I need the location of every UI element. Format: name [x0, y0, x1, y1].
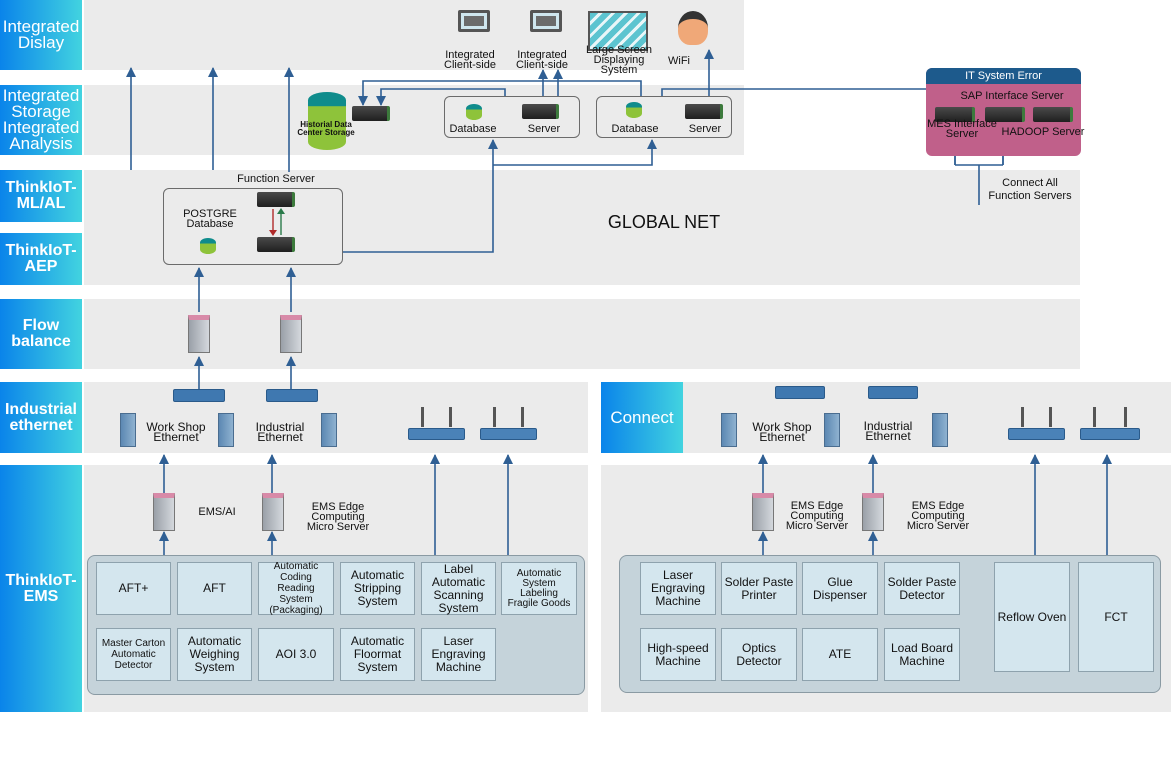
client-devices-icon	[458, 10, 490, 32]
micro-server-icon	[752, 493, 774, 531]
storage-group-2	[596, 96, 732, 138]
workshop-ethernet-label: Work Shop Ethernet	[146, 420, 206, 444]
vr-headset-icon	[678, 11, 708, 45]
mes-label: MES Interface Server	[927, 118, 997, 140]
micro-server-icon	[280, 315, 302, 353]
machine-aoi[interactable]: AOI 3.0	[258, 628, 334, 681]
wireless-router-icon	[1008, 407, 1065, 440]
storage-group-1	[444, 96, 580, 138]
connect-all-label: Connect All Function Servers	[988, 177, 1072, 202]
micro-server-icon	[862, 493, 884, 531]
band-flow	[84, 299, 1080, 369]
machine-glue-dispenser[interactable]: Glue Dispenser	[802, 562, 878, 615]
display-item-client-2: Integrated Client-side	[516, 49, 568, 71]
database-icon	[626, 102, 642, 118]
display-item-wifi: WiFi	[668, 55, 690, 67]
micro-server-icon	[262, 493, 284, 531]
historical-storage-icon	[308, 92, 346, 150]
layer-ethernet: Industrial ethernet	[0, 382, 82, 453]
ethernet-device-icon	[824, 413, 840, 447]
machine-coding-reading[interactable]: Automatic Coding Reading System (Packagi…	[258, 561, 334, 616]
switch-icon	[868, 386, 918, 399]
server-icon	[685, 104, 723, 119]
workshop-ethernet-label: Work Shop Ethernet	[752, 420, 812, 444]
switch-icon	[173, 389, 225, 402]
layer-display: Integrated Dislay	[0, 0, 82, 70]
machine-laser-engraving[interactable]: Laser Engraving Machine	[640, 562, 716, 615]
function-server-box	[163, 188, 343, 265]
mes-server-icon	[935, 107, 975, 122]
industrial-ethernet-label: Industrial Ethernet	[863, 419, 913, 443]
historical-storage-label: Historial Data Center Storage	[297, 120, 355, 137]
display-item-large-screen: Large Screen Displaying System	[585, 44, 653, 76]
function-server-title: Function Server	[237, 173, 315, 185]
layer-aep: ThinkIoT- AEP	[0, 233, 82, 285]
machine-ate[interactable]: ATE	[802, 628, 878, 681]
machine-optics-detector[interactable]: Optics Detector	[721, 628, 797, 681]
database-icon	[466, 104, 482, 120]
server-label: Server	[527, 123, 561, 135]
machine-master-carton[interactable]: Master Carton Automatic Detector	[96, 628, 171, 681]
database-label: Database	[449, 123, 497, 135]
sap-label: SAP Interface Server	[960, 90, 1064, 102]
wireless-router-icon	[480, 407, 537, 440]
machine-floormat[interactable]: Automatic Floormat System	[340, 628, 415, 681]
it-system-header: IT System Error	[926, 68, 1081, 84]
ems-edge-label: EMS Edge Computing Micro Server	[785, 500, 849, 532]
function-server-icon	[257, 192, 295, 207]
wireless-router-icon	[408, 407, 465, 440]
wireless-router-icon	[1080, 407, 1140, 440]
hadoop-label: HADOOP Server	[1001, 126, 1085, 138]
ems-edge-label: EMS Edge Computing Micro Server	[306, 501, 370, 533]
hadoop-server-icon	[1033, 107, 1073, 122]
machine-labeling-fragile[interactable]: Automatic System Labeling Fragile Goods	[501, 562, 577, 615]
machine-aft-plus[interactable]: AFT+	[96, 562, 171, 615]
client-devices-icon	[530, 10, 562, 32]
machine-weighing[interactable]: Automatic Weighing System	[177, 628, 252, 681]
machine-fct[interactable]: FCT	[1078, 562, 1154, 672]
machine-solder-paste-detector[interactable]: Solder Paste Detector	[884, 562, 960, 615]
ethernet-device-icon	[932, 413, 948, 447]
sap-server-icon	[985, 107, 1025, 122]
ems-edge-label: EMS Edge Computing Micro Server	[906, 500, 970, 532]
large-screen-icon	[588, 11, 648, 51]
layer-storage: Integrated Storage Integrated Analysis	[0, 85, 82, 155]
machine-stripping[interactable]: Automatic Stripping System	[340, 562, 415, 615]
ethernet-device-icon	[321, 413, 337, 447]
micro-server-icon	[153, 493, 175, 531]
ethernet-device-icon	[218, 413, 234, 447]
machine-high-speed[interactable]: High-speed Machine	[640, 628, 716, 681]
ems-ai-label: EMS/AI	[198, 506, 236, 518]
machine-laser-engraving[interactable]: Laser Engraving Machine	[421, 628, 496, 681]
industrial-ethernet-label: Industrial Ethernet	[255, 420, 305, 444]
layer-ems: ThinkIoT- EMS	[0, 465, 82, 712]
server-label: Server	[688, 123, 722, 135]
global-net-label: GLOBAL NET	[607, 212, 721, 232]
database-label: Database	[611, 123, 659, 135]
machine-aft[interactable]: AFT	[177, 562, 252, 615]
machine-load-board[interactable]: Load Board Machine	[884, 628, 960, 681]
machine-label-scanning[interactable]: Label Automatic Scanning System	[421, 562, 496, 615]
machine-solder-paste-printer[interactable]: Solder Paste Printer	[721, 562, 797, 615]
server-icon	[352, 106, 390, 121]
micro-server-icon	[188, 315, 210, 353]
layer-ml: ThinkIoT- ML/AL	[0, 170, 82, 222]
function-server-icon	[257, 237, 295, 252]
layer-connect: Connect	[601, 382, 683, 453]
switch-icon	[775, 386, 825, 399]
display-item-client-1: Integrated Client-side	[444, 49, 496, 71]
postgre-label: POSTGRE Database	[183, 208, 237, 230]
band-ml-aep	[84, 170, 1080, 285]
machine-reflow-oven[interactable]: Reflow Oven	[994, 562, 1070, 672]
server-icon	[522, 104, 559, 119]
layer-flow: Flow balance	[0, 299, 82, 369]
band-connect	[683, 382, 1171, 453]
switch-icon	[266, 389, 318, 402]
postgre-database-icon	[200, 238, 216, 254]
ethernet-device-icon	[120, 413, 136, 447]
ethernet-device-icon	[721, 413, 737, 447]
